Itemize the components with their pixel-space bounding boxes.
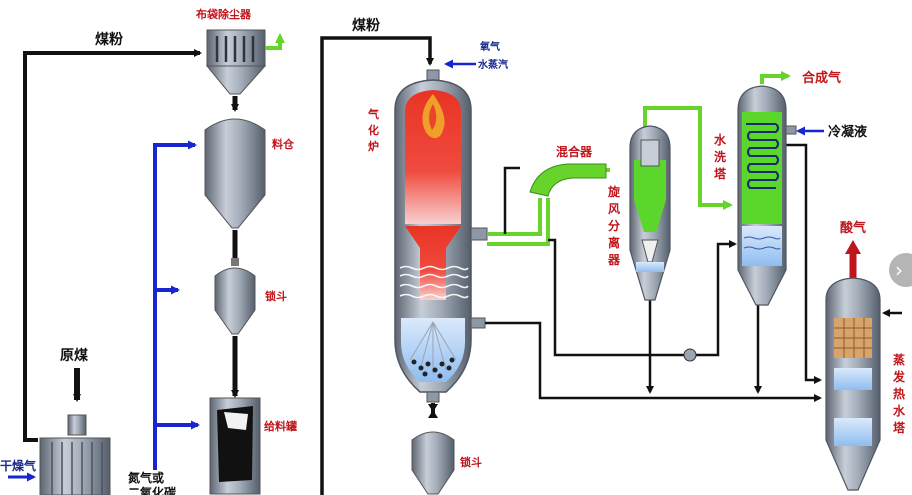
label-coal-powder-top: 煤粉 bbox=[352, 17, 380, 34]
label-oxygen: 氧气 bbox=[479, 40, 500, 53]
label-cyclone-4: 离 bbox=[608, 235, 620, 250]
water-wash-tower bbox=[737, 85, 824, 306]
label-cyclone-2: 风 bbox=[608, 202, 620, 216]
gasifier-feed-line bbox=[320, 36, 476, 495]
label-raw-coal: 原煤 bbox=[60, 347, 89, 364]
label-coal-powder-left: 煤粉 bbox=[95, 31, 123, 48]
nitrogen-lines bbox=[8, 140, 200, 482]
label-lock-hopper-1: 锁斗 bbox=[265, 289, 287, 303]
label-stripper-1: 蒸 bbox=[893, 352, 905, 367]
label-gasifier-3: 炉 bbox=[368, 139, 379, 153]
bag-filter bbox=[205, 29, 285, 95]
label-gasifier-1: 气 bbox=[367, 107, 379, 121]
label-steam: 水蒸汽 bbox=[477, 58, 508, 71]
feed-tank bbox=[209, 397, 261, 495]
label-gasifier-2: 化 bbox=[368, 123, 379, 137]
diagram-labels: 煤粉 布袋除尘器 料仓 锁斗 给料罐 原煤 干燥气 氮气或 二氧化碳 煤粉 氧气… bbox=[0, 7, 906, 495]
label-syngas: 合成气 bbox=[802, 70, 841, 86]
label-stripper-4: 水 bbox=[893, 403, 906, 418]
label-stripper-3: 热 bbox=[893, 386, 905, 401]
cyclone-separator bbox=[629, 125, 671, 301]
label-stripper-5: 塔 bbox=[893, 420, 906, 435]
label-silo: 料仓 bbox=[272, 137, 295, 151]
label-condensate: 冷凝液 bbox=[828, 124, 867, 140]
coal-mill bbox=[39, 414, 111, 495]
stripper-tower bbox=[825, 240, 902, 491]
mixer bbox=[529, 163, 607, 197]
label-cyclone-1: 旋 bbox=[607, 184, 621, 199]
label-mixer: 混合器 bbox=[556, 144, 593, 159]
label-bag-filter: 布袋除尘器 bbox=[196, 7, 252, 21]
label-stripper-2: 发 bbox=[892, 369, 906, 384]
label-scrubber-2: 洗 bbox=[714, 149, 726, 164]
gasifier bbox=[394, 69, 488, 403]
lock-hopper-2 bbox=[411, 431, 455, 495]
gasifier-to-lock-hopper bbox=[428, 403, 438, 418]
silo bbox=[204, 118, 266, 229]
label-feed-tank: 给料罐 bbox=[264, 419, 297, 433]
label-acid-gas: 酸气 bbox=[840, 220, 866, 236]
label-nitrogen-1: 氮气或 bbox=[128, 470, 164, 485]
label-nitrogen-2: 二氧化碳 bbox=[128, 485, 177, 495]
lock-hopper-1 bbox=[214, 258, 256, 335]
label-cyclone-5: 器 bbox=[607, 253, 621, 267]
label-drying-gas: 干燥气 bbox=[0, 458, 36, 473]
coal-feed-lines bbox=[23, 49, 239, 442]
process-lines bbox=[485, 143, 822, 402]
label-scrubber-1: 水 bbox=[714, 132, 727, 147]
label-scrubber-3: 塔 bbox=[714, 166, 727, 181]
chevron-right-icon[interactable]: › bbox=[889, 253, 912, 287]
label-lock-hopper-2: 锁斗 bbox=[460, 455, 482, 469]
pump-icon bbox=[683, 348, 697, 362]
label-cyclone-3: 分 bbox=[608, 218, 620, 233]
